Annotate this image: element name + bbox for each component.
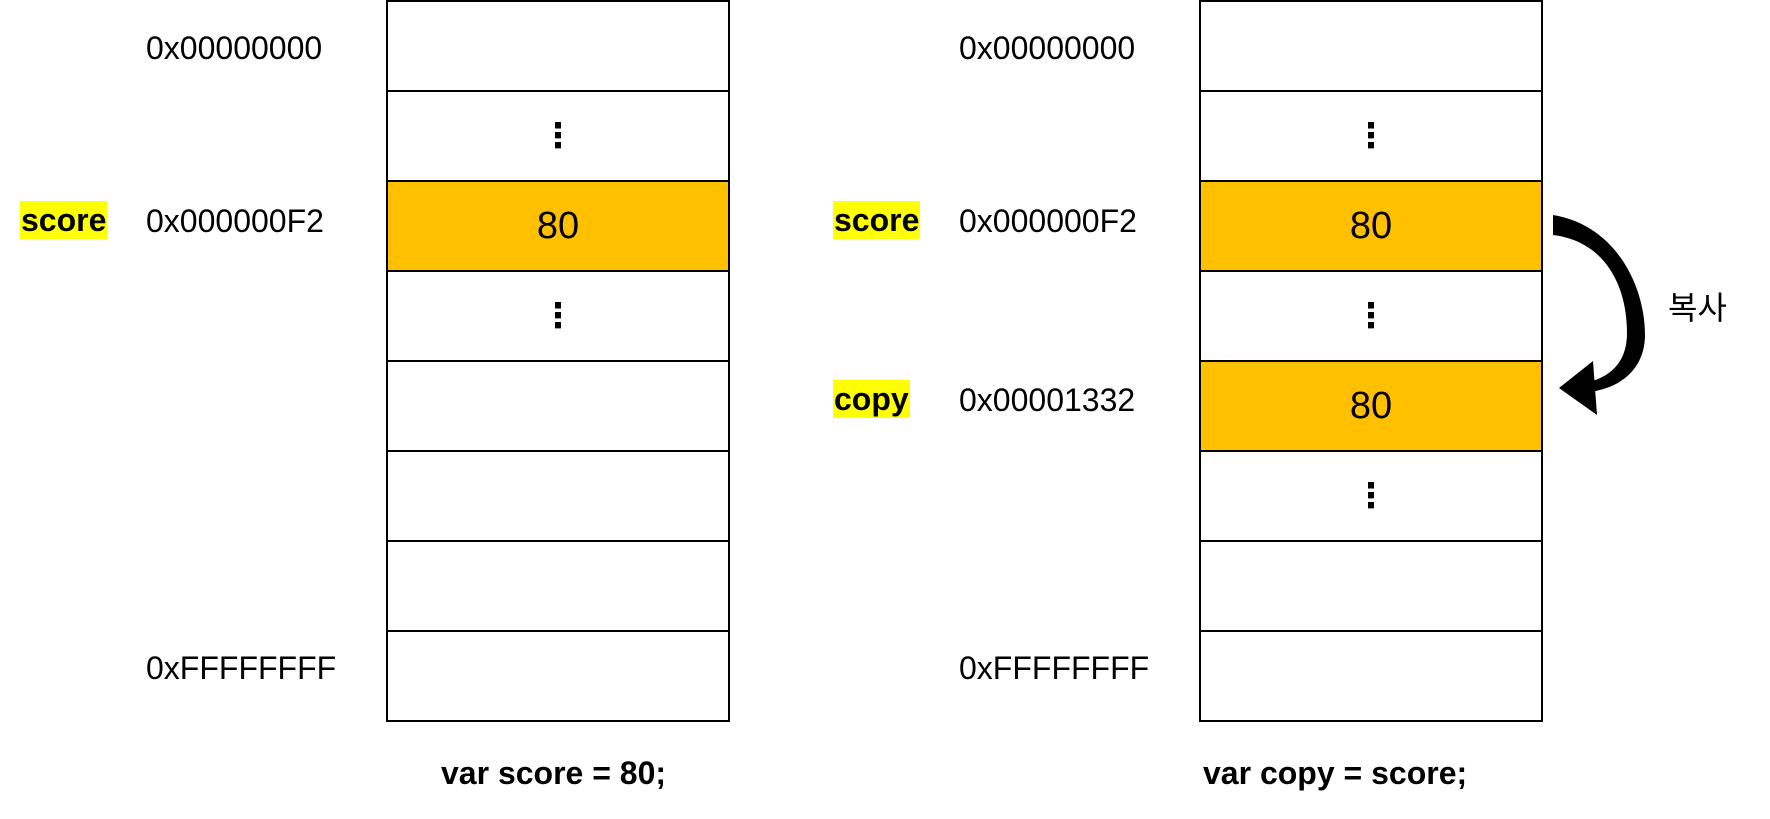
ellipsis-glyph: ⋮ [1354,117,1388,155]
curved-arrow-icon [1553,215,1645,415]
ellipsis-glyph: ⋮ [541,117,575,155]
copy-annotation: 복사 [1668,289,1727,327]
address-top: 0x00000000 [146,30,323,66]
variable-label-copy: copy [833,380,910,418]
memory-cell-ellipsis: ⋮ [1201,90,1541,180]
memory-cell [388,450,728,540]
memory-cell-ellipsis: ⋮ [388,270,728,360]
memory-cell [388,540,728,630]
variable-label-score: score [20,201,108,239]
address-bottom: 0xFFFFFFFF [959,650,1150,686]
address-top: 0x00000000 [959,30,1136,66]
memory-cell-ellipsis: ⋮ [1201,450,1541,540]
memory-cell [388,0,728,90]
memory-column: ⋮ 80 ⋮ 80 ⋮ [1199,0,1543,722]
cell-value: 80 [1349,384,1393,427]
cell-value: 80 [536,204,580,247]
memory-cell-copy: 80 [1201,360,1541,450]
memory-cell [1201,630,1541,720]
memory-cell [1201,0,1541,90]
memory-cell [1201,540,1541,630]
code-statement: var score = 80; [441,755,667,791]
variable-label-score: score [833,201,921,239]
ellipsis-glyph: ⋮ [1354,297,1388,335]
memory-cell [388,630,728,720]
memory-cell-score: 80 [388,180,728,270]
memory-column: ⋮ 80 ⋮ [386,0,730,722]
memory-cell-ellipsis: ⋮ [1201,270,1541,360]
ellipsis-glyph: ⋮ [1354,477,1388,515]
memory-cell [388,360,728,450]
code-statement: var copy = score; [1203,755,1468,791]
memory-cell-score: 80 [1201,180,1541,270]
ellipsis-glyph: ⋮ [541,297,575,335]
memory-diagram-after: ⋮ 80 ⋮ 80 ⋮ 0x00000000 0x000000F2 0x0000… [833,0,1543,819]
cell-value: 80 [1349,204,1393,247]
address-score: 0x000000F2 [959,203,1137,239]
memory-cell-ellipsis: ⋮ [388,90,728,180]
address-bottom: 0xFFFFFFFF [146,650,337,686]
address-copy: 0x00001332 [959,382,1136,418]
address-score: 0x000000F2 [146,203,324,239]
memory-diagram-before: ⋮ 80 ⋮ 0x00000000 0x000000F2 0xFFFFFFFF … [20,0,730,819]
